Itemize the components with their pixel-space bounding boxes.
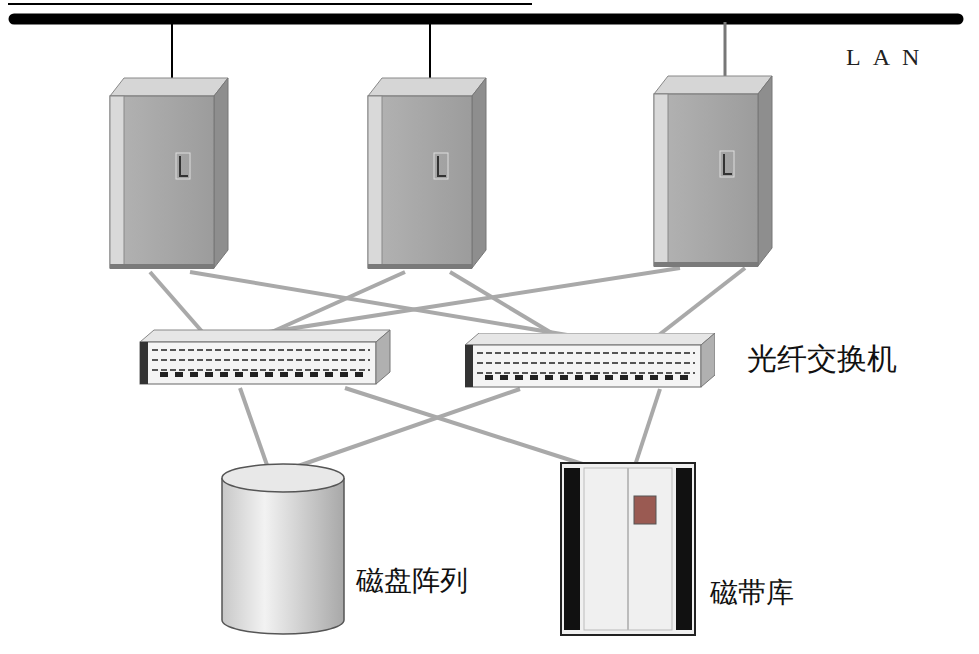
server-cabinet [368,78,486,269]
lan-drop [171,22,173,82]
part-label: 磁带库 [708,574,796,612]
lan-bus [14,14,958,25]
part-label: 磁盘阵列 [354,562,470,600]
lan-drop [724,22,727,82]
disk-shape [220,462,346,636]
server-cabinet [654,76,772,267]
fibre-cable [298,389,520,466]
disk-array: 磁盘阵列 [220,462,346,636]
tape-shape [560,462,696,636]
servers [110,76,772,269]
server-cabinet [110,78,228,269]
lan-drop [429,22,431,82]
switch-shape [465,333,715,389]
fibre-cable [635,389,660,466]
fibre-switch: 光纤交换机 [465,333,715,389]
top-rule [8,3,532,5]
part-label: 光纤交换机 [745,339,899,380]
network-label: LAN [846,44,931,71]
tape-library: 磁带库 [560,462,696,636]
fibre-switch [140,330,390,384]
